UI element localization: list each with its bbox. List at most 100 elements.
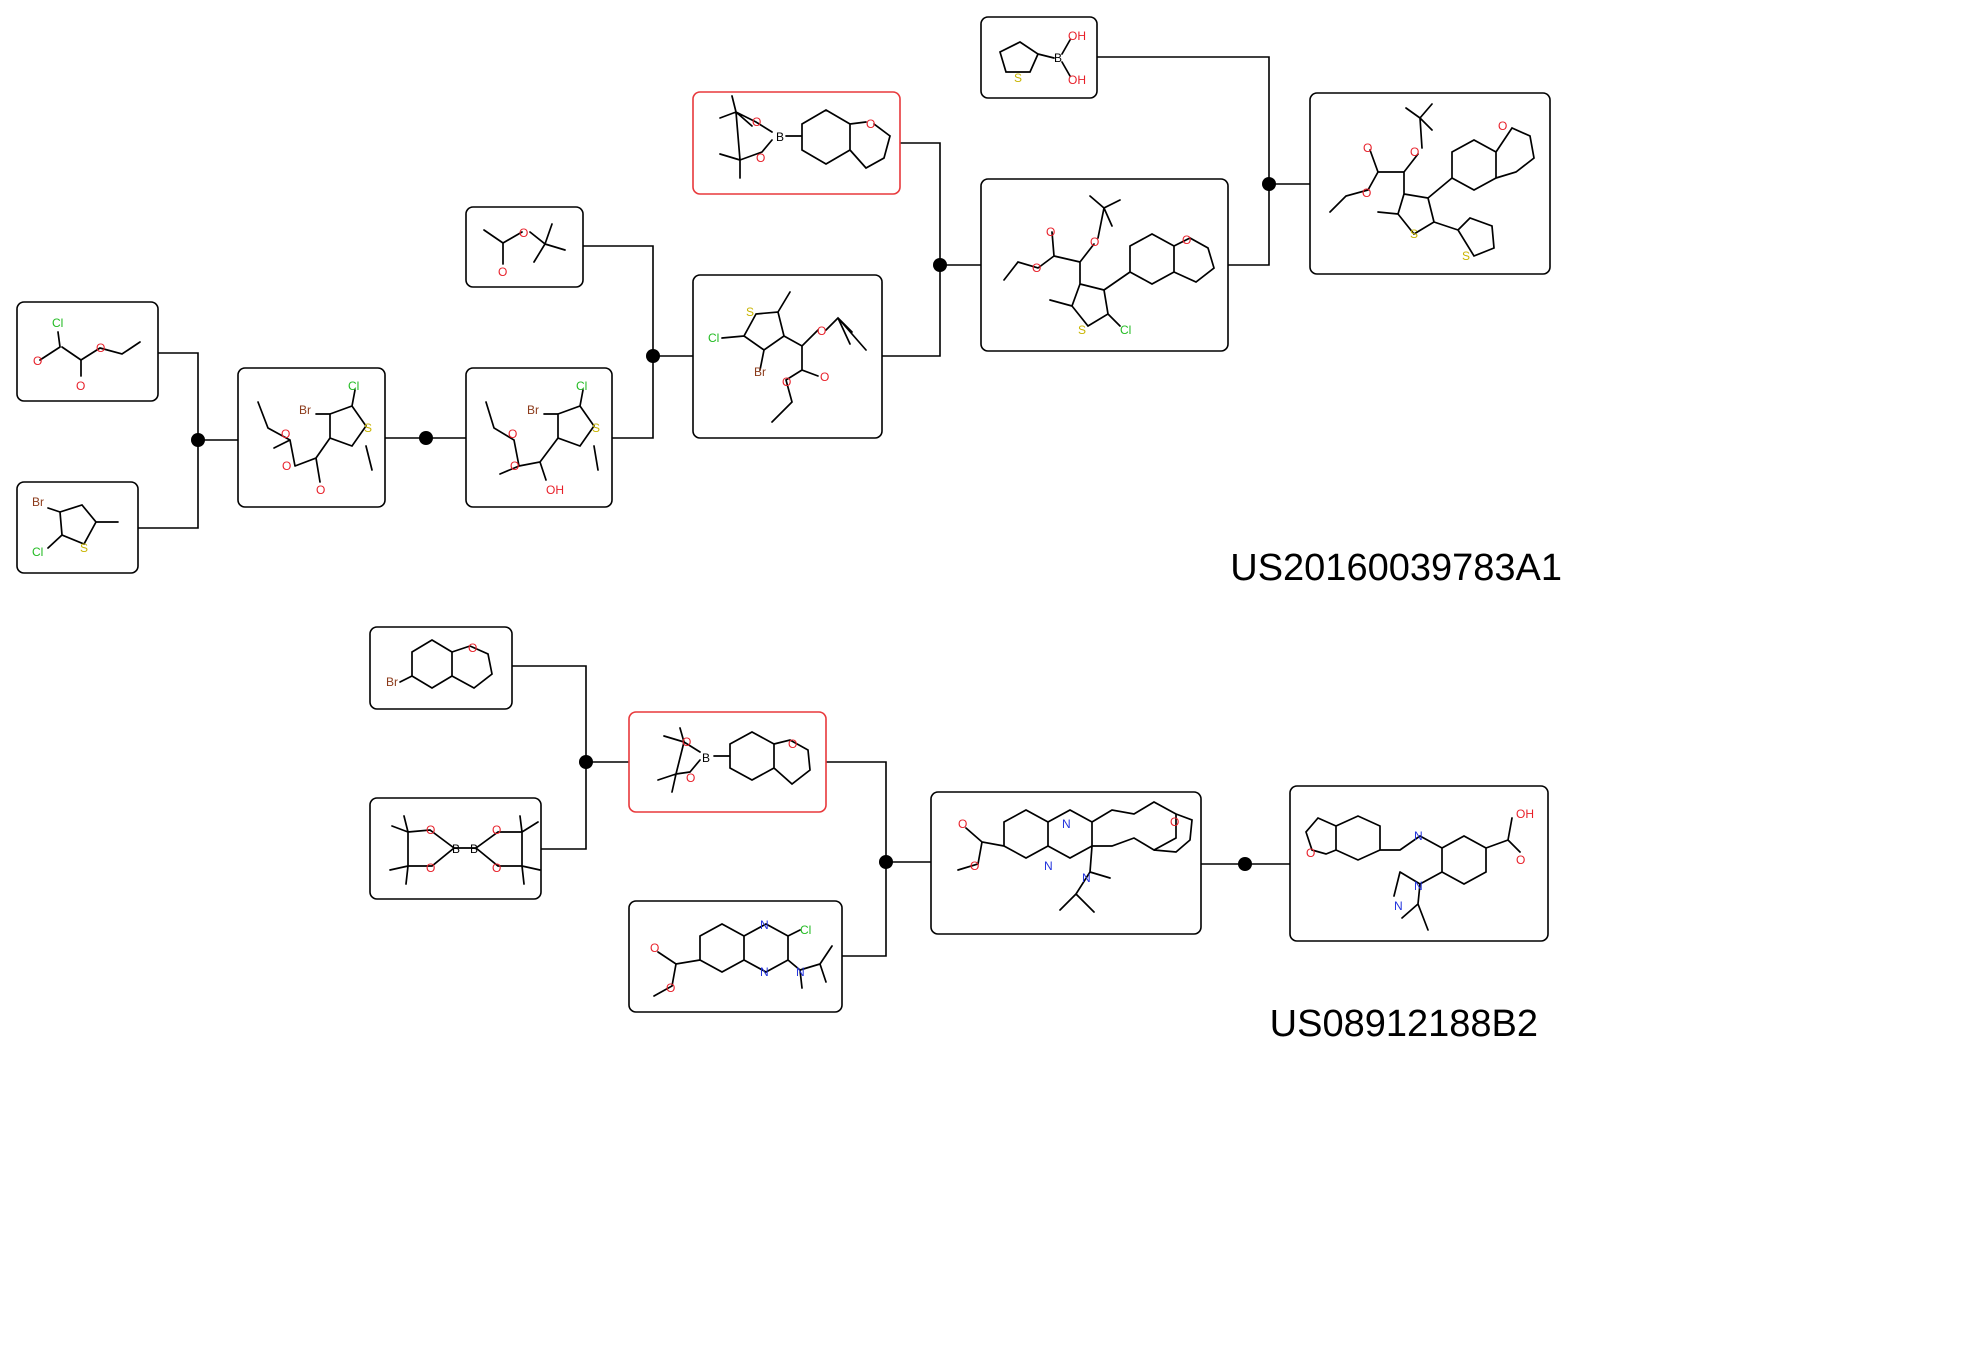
atom-label: OH xyxy=(1068,73,1086,87)
patent-number-1: US20160039783A1 xyxy=(1230,547,1562,589)
atom-label: Br xyxy=(527,403,539,417)
connector xyxy=(826,761,931,957)
molecule-n4[interactable]: N Cl O O N N xyxy=(628,900,843,1013)
atom-label: O xyxy=(970,859,979,873)
atom-label: O xyxy=(1046,225,1055,239)
atom-label: Cl xyxy=(52,316,63,330)
atom-label: S xyxy=(80,541,88,555)
atom-label: O xyxy=(1306,846,1315,860)
atom-label: O xyxy=(281,427,290,441)
atom-label: N xyxy=(760,918,769,932)
atom-label: N xyxy=(760,965,769,979)
atom-label: O xyxy=(316,483,325,497)
atom-label: N xyxy=(796,965,805,979)
molecule-m6[interactable]: S Cl Br O O O xyxy=(692,274,883,439)
molecule-m9[interactable]: OH B OH S xyxy=(980,16,1098,99)
atom-label: S xyxy=(746,305,754,319)
atom-label: O xyxy=(76,379,85,393)
molecule-n1[interactable]: O Br xyxy=(369,626,513,710)
reaction-node xyxy=(879,855,893,869)
reaction-node xyxy=(646,349,660,363)
atom-label: O xyxy=(1410,145,1419,159)
atom-label: Br xyxy=(299,403,311,417)
atom-label: O xyxy=(666,981,675,995)
atom-label: Cl xyxy=(32,545,43,559)
atom-label: O xyxy=(756,151,765,165)
molecule-n5[interactable]: O N O O N N xyxy=(930,791,1202,935)
molecule-n2[interactable]: O O B B O O xyxy=(369,797,542,900)
molecule-m5[interactable]: O O xyxy=(465,206,584,288)
atom-label: B xyxy=(702,751,710,765)
atom-label: O xyxy=(508,427,517,441)
route-1-connectors xyxy=(138,56,1310,529)
atom-label: O xyxy=(426,823,435,837)
atom-label: O xyxy=(817,324,826,338)
molecule-m3[interactable]: Br Cl O S O O xyxy=(237,367,386,508)
atom-label: N xyxy=(1414,879,1423,893)
atom-label: O xyxy=(519,226,528,240)
atom-label: O xyxy=(682,735,691,749)
atom-label: Br xyxy=(386,675,398,689)
atom-label: S xyxy=(1014,71,1022,85)
atom-label: B xyxy=(452,842,460,856)
reaction-node xyxy=(579,755,593,769)
atom-label: O xyxy=(1090,235,1099,249)
atom-label: S xyxy=(1410,227,1418,241)
atom-label: O xyxy=(782,375,791,389)
atom-label: Br xyxy=(754,365,766,379)
atom-label: O xyxy=(958,817,967,831)
molecule-n6[interactable]: O N OH O N N xyxy=(1289,785,1549,942)
atom-label: N xyxy=(1062,817,1071,831)
route-2-connectors xyxy=(512,665,1290,957)
connector xyxy=(512,665,629,850)
atom-label: O xyxy=(752,115,761,129)
atom-label: Cl xyxy=(708,331,719,345)
atom-label: O xyxy=(498,265,507,279)
molecule-m10[interactable]: O O O O S S xyxy=(1309,92,1551,275)
atom-label: O xyxy=(820,370,829,384)
atom-label: OH xyxy=(1516,807,1534,821)
atom-label: O xyxy=(1516,853,1525,867)
atom-label: Br xyxy=(32,495,44,509)
atom-label: O xyxy=(510,459,519,473)
atom-label: Cl xyxy=(800,923,811,937)
atom-label: N xyxy=(1082,871,1091,885)
atom-label: O xyxy=(1170,815,1179,829)
atom-label: N xyxy=(1414,829,1423,843)
atom-label: S xyxy=(1462,249,1470,263)
atom-label: O xyxy=(1362,186,1371,200)
atom-label: O xyxy=(686,771,695,785)
molecule-m1[interactable]: Cl O O O xyxy=(16,301,159,402)
atom-label: O xyxy=(1498,119,1507,133)
atom-label: OH xyxy=(1068,29,1086,43)
reaction-node xyxy=(933,258,947,272)
reaction-node xyxy=(1262,177,1276,191)
molecule-m4[interactable]: Br Cl O S O OH xyxy=(465,367,613,508)
atom-label: OH xyxy=(546,483,564,497)
molecule-m8[interactable]: O O O O S Cl xyxy=(980,178,1229,352)
reaction-node xyxy=(419,431,433,445)
atom-label: N xyxy=(1394,899,1403,913)
atom-label: S xyxy=(1078,323,1086,337)
reaction-node xyxy=(1238,857,1252,871)
atom-label: O xyxy=(468,641,477,655)
atom-label: O xyxy=(788,737,797,751)
atom-label: B xyxy=(1054,51,1062,65)
atom-label: B xyxy=(776,130,784,144)
atom-label: S xyxy=(364,421,372,435)
patent-number-2: US08912188B2 xyxy=(1270,1003,1538,1045)
atom-label: O xyxy=(492,861,501,875)
atom-label: O xyxy=(33,354,42,368)
molecule-n3[interactable]: O B O O xyxy=(628,711,827,813)
atom-label: O xyxy=(1363,141,1372,155)
atom-label: O xyxy=(1032,261,1041,275)
molecule-m2[interactable]: Br Cl S xyxy=(16,481,139,574)
atom-label: O xyxy=(1182,233,1191,247)
atom-label: O xyxy=(282,459,291,473)
atom-label: B xyxy=(470,842,478,856)
molecule-m7[interactable]: O B O O xyxy=(692,91,901,195)
atom-label: O xyxy=(96,341,105,355)
atom-label: Cl xyxy=(348,379,359,393)
atom-label: N xyxy=(1044,859,1053,873)
